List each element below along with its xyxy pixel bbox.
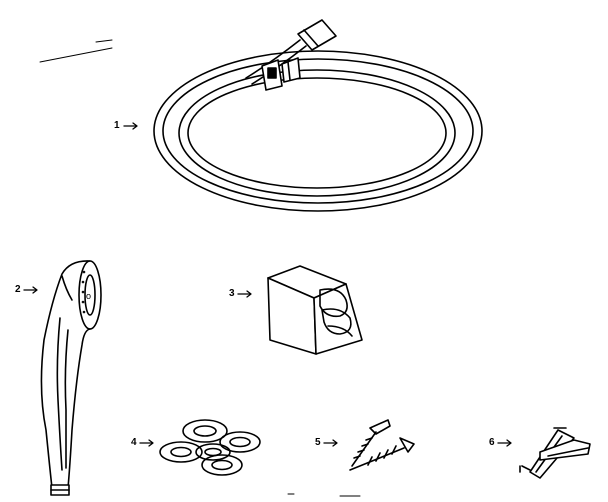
wall-anchors-icon (519, 427, 591, 479)
callout-3: 3 (229, 288, 235, 299)
svg-text:o: o (86, 291, 91, 301)
scan-marks (39, 39, 361, 497)
wall-bracket-icon (267, 265, 363, 355)
screws-icon (349, 419, 415, 471)
callout-arrows (23, 122, 512, 447)
handheld-shower-head-icon: o (40, 260, 102, 496)
callout-4: 4 (131, 437, 137, 448)
callout-6: 6 (489, 437, 495, 448)
callout-2: 2 (15, 284, 21, 295)
nozzle-dots (81, 270, 86, 314)
hose-icon (153, 19, 483, 212)
callout-5: 5 (315, 437, 321, 448)
callout-1: 1 (114, 120, 120, 131)
washers-icon (159, 419, 261, 476)
